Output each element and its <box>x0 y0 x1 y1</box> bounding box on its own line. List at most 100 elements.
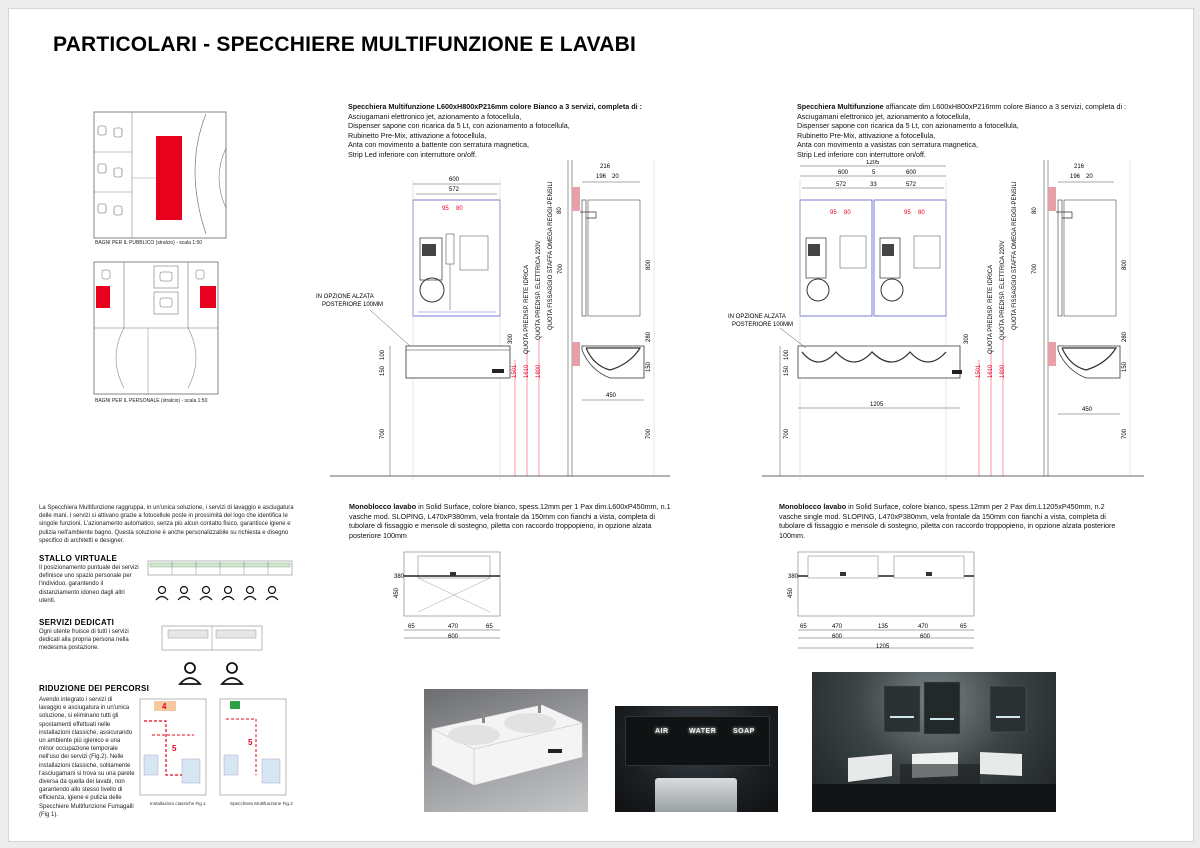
stallo-title: STALLO VIRTUALE <box>39 554 118 563</box>
mirror-cabinet-right <box>873 199 947 317</box>
basin-single-top: 450 380 65 470 65 600 <box>394 551 501 640</box>
red-dim: 95 <box>904 210 911 216</box>
air-label: AIR <box>655 728 669 735</box>
basin-double-heading: Monoblocco lavabo <box>779 502 847 511</box>
mirror-double-heading-rest: affiancate dim L600xH800xP216mm colore B… <box>883 102 1127 111</box>
dim: 470 <box>448 624 459 630</box>
dim: 380 <box>394 574 405 580</box>
dim-width: 600 <box>449 177 460 183</box>
option-note: IN OPZIONE ALZATA <box>728 314 786 320</box>
stallo-diagram <box>147 560 293 601</box>
dim-left: 100 <box>380 349 386 360</box>
dim: 1205 <box>876 644 890 650</box>
riduzione-title: RIDUZIONE DEI PERCORSI <box>39 684 150 693</box>
spec-line: Strip Led inferiore con interruttore on/… <box>797 149 926 159</box>
dim-side: 196 <box>1070 174 1081 180</box>
spec-line: Dispenser sapone con ricarica da 5 Lt, c… <box>348 121 570 131</box>
mirror-cabinet-left <box>799 199 873 317</box>
page-title: PARTICOLARI - SPECCHIERE MULTIFUNZIONE E… <box>53 33 637 56</box>
basin-single-text: in Solid Surface, colore bianco, spess.1… <box>349 502 671 540</box>
spec-line: Anta con movimento a vasistas con serrat… <box>797 140 978 150</box>
dim: 600 <box>920 634 931 640</box>
mirror-double-elevation: 1205 600 5 600 572 33 572 95 80 95 80 12… <box>728 160 1144 480</box>
option-note: POSTERIORE 100MM <box>322 302 383 308</box>
dim-left: 700 <box>784 428 790 439</box>
dim-right: 280 <box>646 331 652 342</box>
servizi-text: Ogni utente fruisce di tutti i servizi d… <box>39 629 129 652</box>
fig2-caption: Specchiera Multifunzione Fig.2 <box>230 801 293 806</box>
dim-right: 700 <box>1122 428 1128 439</box>
dim-right: 800 <box>646 259 652 270</box>
dim: 470 <box>832 624 843 630</box>
dim-side: 20 <box>612 174 619 180</box>
dim: 470 <box>918 624 929 630</box>
red-dim: 80 <box>456 206 463 212</box>
dim: 600 <box>832 634 843 640</box>
vertical-label: QUOTA PREDISP. ELETTRICA 220V <box>536 241 542 340</box>
basin-double-top: 450 380 65 470 135 470 65 600 600 1205 <box>788 551 975 650</box>
red-dim: 80 <box>844 210 851 216</box>
dim-right: 700 <box>558 263 564 274</box>
servizi-title: SERVIZI DEDICATI <box>39 618 115 627</box>
dim-right: 700 <box>646 428 652 439</box>
dim-width: 572 <box>836 182 847 188</box>
riduzione-text: Avendo integrato i servizi di lavaggio e… <box>39 697 135 818</box>
mirror-side <box>587 199 641 317</box>
fig1-caption: Installazioni classiche Fig.1 <box>150 801 206 806</box>
dim-width: 600 <box>838 170 849 176</box>
option-note: POSTERIORE 100MM <box>732 322 793 328</box>
spec-line: Asciugamani elettronico jet, azionamento… <box>797 111 971 121</box>
mirror-single-heading: Specchiera Multifunzione L600xH800xP216m… <box>348 102 642 111</box>
red-dim: 95 <box>830 210 837 216</box>
dim-width: 1205 <box>866 160 880 166</box>
mark: 4 <box>162 702 167 711</box>
dim-right: 700 <box>1032 263 1038 274</box>
dim-right: 80 <box>1032 207 1038 214</box>
mirror-double-heading: Specchiera Multifunzione <box>797 102 884 111</box>
basin-front <box>405 345 511 379</box>
percorsi-diagram: 4 5 5 Installazioni classiche Fig.1 Spec… <box>139 698 293 806</box>
mirror-single-spec: Specchiera Multifunzione L600xH800xP216m… <box>348 102 688 160</box>
dim: 380 <box>788 574 799 580</box>
dim: 65 <box>800 624 807 630</box>
dim-side: 196 <box>596 174 607 180</box>
basin-double-text: in Solid Surface, colore bianco, spess.1… <box>779 502 1116 540</box>
soap-label: SOAP <box>733 728 755 735</box>
dim-left: 300 <box>964 333 970 344</box>
intro-paragraph: La Specchiera Multifunzione raggruppa, i… <box>39 505 294 544</box>
dim-right: 150 <box>1122 361 1128 372</box>
option-note: IN OPZIONE ALZATA <box>316 294 374 300</box>
dim-bottom: 1205 <box>870 402 884 408</box>
basin-single-spec: Monoblocco lavabo in Solid Surface, colo… <box>349 502 679 540</box>
vertical-label: QUOTA PREDISP. ELETTRICA 220V <box>1000 241 1006 340</box>
dim-left: 150 <box>380 365 386 376</box>
double-basin-photo <box>424 689 588 812</box>
dim-width: 5 <box>872 170 876 176</box>
red-dim: 95 <box>442 206 449 212</box>
dim-side: 216 <box>1074 164 1085 170</box>
dim-right: 280 <box>1122 331 1128 342</box>
dim-right: 80 <box>557 207 563 214</box>
mirror-cabinet <box>412 199 501 317</box>
dim-side: 216 <box>600 164 611 170</box>
mirror-panel <box>625 716 770 766</box>
vertical-label: QUOTA PREDISP. RETE IDRICA <box>988 265 994 354</box>
dim-left: 700 <box>380 428 386 439</box>
dim-left: 100 <box>784 349 790 360</box>
dim-side: 20 <box>1086 174 1093 180</box>
dim-right: 150 <box>646 361 652 372</box>
public-plan-caption: BAGNI PER IL PUBBLICO (stralcio) - scala… <box>95 240 203 246</box>
staff-restroom-plan <box>93 261 219 395</box>
water-label: WATER <box>689 728 717 735</box>
vertical-label: QUOTA FISSAGGIO STAFFA OMEGA REGGI-PENSI… <box>548 181 554 330</box>
dim-depth: 450 <box>606 393 617 399</box>
mirror-led-photo: AIR WATER SOAP <box>615 706 778 812</box>
three-station-photo <box>812 672 1056 812</box>
spec-line: Asciugamani elettronico jet, azionamento… <box>348 111 522 121</box>
dim-depth: 450 <box>1082 407 1093 413</box>
mark: 5 <box>172 744 177 753</box>
dim-left: 300 <box>508 333 514 344</box>
dim-inner-width: 572 <box>449 187 460 193</box>
dim: 135 <box>878 624 889 630</box>
spec-line: Dispenser sapone con ricarica da 5 Lt, c… <box>797 121 1019 131</box>
